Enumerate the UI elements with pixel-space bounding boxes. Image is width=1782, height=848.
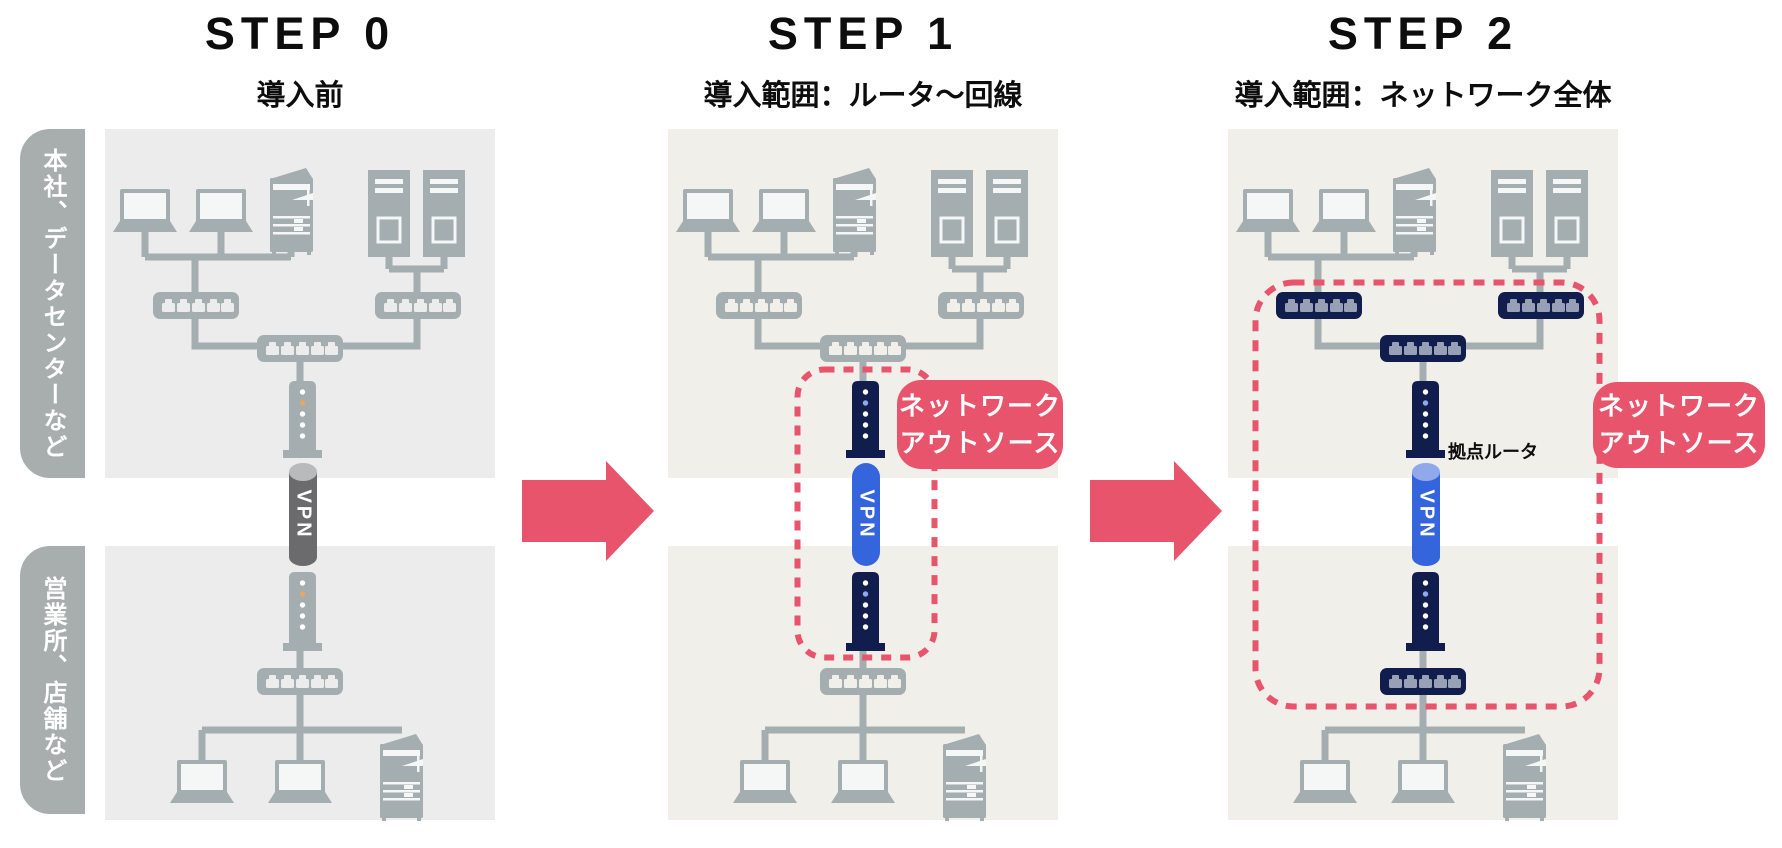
laptop-icon <box>1312 189 1376 232</box>
router-icon <box>283 572 322 651</box>
outsource-badge-step2: ネットワーク アウトソース <box>1593 382 1765 468</box>
step0-network-diagram <box>113 168 467 821</box>
step1-title: STEP 1 <box>767 8 959 59</box>
laptop-icon <box>1391 760 1455 803</box>
switch-icon <box>257 335 343 362</box>
laptop-icon <box>676 189 740 232</box>
server-icon <box>984 168 1030 259</box>
copier-icon <box>1503 734 1546 821</box>
vpn-badge-text: VPN <box>1415 489 1438 540</box>
outsource-badge-line2: アウトソース <box>899 427 1061 458</box>
router-icon <box>846 572 885 651</box>
copier-icon <box>380 734 423 821</box>
switch-icon <box>257 668 343 695</box>
copier-icon <box>833 168 876 255</box>
server-icon <box>1544 168 1590 259</box>
laptop-icon <box>170 760 234 803</box>
switch-icon <box>716 292 802 319</box>
vpn-badge-step2: VPN <box>1412 463 1440 566</box>
server-icon <box>366 168 412 259</box>
server-icon <box>929 168 975 259</box>
switch-icon <box>1380 668 1466 695</box>
step0-subtitle: 導入前 <box>256 80 344 112</box>
copier-icon <box>270 168 313 255</box>
laptop-icon <box>831 760 895 803</box>
router-icon <box>1406 572 1445 651</box>
step1-subtitle: 導入範囲：ルータ～回線 <box>703 80 1023 112</box>
switch-icon <box>153 292 239 319</box>
laptop-icon <box>752 189 816 232</box>
laptop-icon <box>733 760 797 803</box>
server-icon <box>1489 168 1535 259</box>
copier-icon <box>943 734 986 821</box>
step2-title: STEP 2 <box>1327 8 1519 59</box>
vpn-badge-step1: VPN <box>852 463 880 566</box>
vpn-badge-text: VPN <box>292 489 315 540</box>
network-lines <box>141 232 448 762</box>
vpn-badge-step0: VPN <box>289 463 317 566</box>
arrow-right-icon <box>522 461 654 561</box>
step2-subtitle: 導入範囲：ネットワーク全体 <box>1234 80 1612 112</box>
laptop-icon <box>189 189 253 232</box>
step0-title: STEP 0 <box>204 8 396 59</box>
outsource-badge-line1: ネットワーク <box>1597 391 1760 421</box>
laptop-icon <box>1236 189 1300 232</box>
switch-icon <box>820 668 906 695</box>
router-icon <box>1406 381 1445 458</box>
vpn-badge-text: VPN <box>855 489 878 540</box>
arrow-right-icon <box>1090 461 1222 561</box>
sidebar-label-headquarters-text: 本社、データセンターなど <box>39 147 66 460</box>
sidebar-label-branch-text: 営業所、店舗など <box>39 576 66 784</box>
outsource-badge-line1: ネットワーク <box>898 390 1061 421</box>
vpn-cylinder-icon <box>289 463 317 566</box>
switch-icon <box>1380 335 1466 362</box>
outsource-badge-line2: アウトソース <box>1598 428 1760 458</box>
sidebar-label-branch: 営業所、店舗など <box>20 546 85 814</box>
router-annotation: 拠点ルータ <box>1448 442 1538 462</box>
copier-icon <box>1393 168 1436 255</box>
laptop-icon <box>268 760 332 803</box>
switch-icon <box>1276 292 1362 319</box>
switch-icon <box>1498 292 1584 319</box>
router-icon <box>846 381 885 458</box>
server-icon <box>421 168 467 259</box>
switch-icon <box>938 292 1024 319</box>
switch-icon <box>820 335 906 362</box>
sidebar-label-headquarters: 本社、データセンターなど <box>20 129 85 478</box>
laptop-icon <box>113 189 177 232</box>
router-icon <box>283 381 322 458</box>
switch-icon <box>375 292 461 319</box>
outsource-badge-step1: ネットワーク アウトソース <box>897 380 1063 469</box>
laptop-icon <box>1293 760 1357 803</box>
